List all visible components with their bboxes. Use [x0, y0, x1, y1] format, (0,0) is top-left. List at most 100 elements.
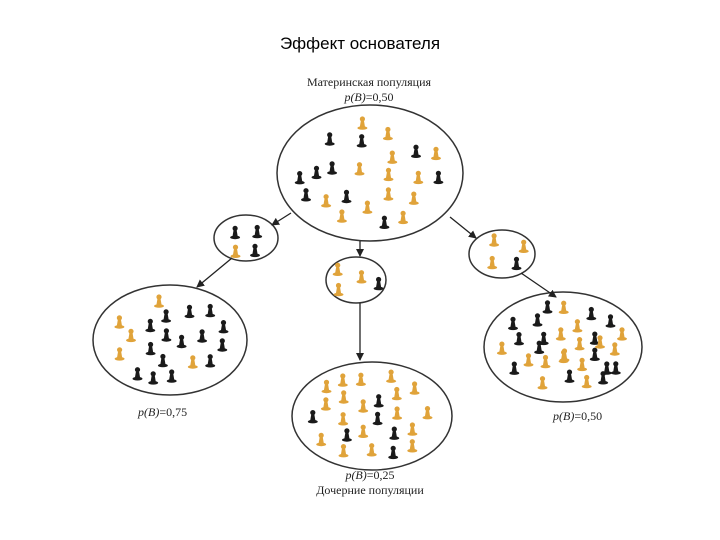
black-pawn-icon — [372, 411, 383, 426]
daughter-middle-frequency-label: p(B)=0,25 — [344, 468, 394, 482]
black-pawn-icon — [542, 300, 553, 314]
black-pawn-icon — [197, 329, 208, 343]
black-pawn-icon — [411, 144, 421, 158]
daughter-left-ellipse — [92, 284, 248, 396]
black-pawn-icon — [327, 161, 338, 175]
black-pawn-icon — [148, 371, 159, 385]
orange-pawn-icon — [422, 406, 433, 420]
black-pawn-icon — [217, 338, 228, 352]
orange-pawn-icon — [487, 255, 498, 270]
black-pawn-icon — [601, 361, 612, 375]
black-pawn-icon — [534, 340, 545, 354]
orange-pawn-icon — [321, 379, 332, 394]
black-pawn-icon — [166, 369, 177, 383]
black-pawn-icon — [514, 332, 524, 346]
mother-frequency-label: p(B)=0,50 — [343, 90, 393, 104]
mother-population-caption: Материнская популяция — [307, 75, 432, 89]
black-pawn-icon — [389, 426, 400, 440]
black-pawn-icon — [250, 243, 260, 258]
black-pawn-icon — [230, 225, 241, 240]
black-pawn-icon — [311, 165, 322, 180]
orange-pawn-icon — [320, 397, 331, 411]
orange-pawn-icon — [413, 170, 424, 185]
orange-pawn-icon — [355, 372, 366, 386]
orange-pawn-icon — [496, 341, 507, 355]
population-pieces — [114, 116, 627, 460]
black-pawn-icon — [511, 256, 522, 271]
black-pawn-icon — [161, 309, 172, 323]
orange-pawn-icon — [332, 262, 343, 276]
black-pawn-icon — [341, 428, 352, 442]
mother-population-ellipse — [276, 104, 464, 242]
black-pawn-icon — [218, 320, 229, 334]
orange-pawn-icon — [392, 406, 403, 420]
black-pawn-icon — [184, 304, 195, 319]
orange-pawn-icon — [187, 355, 198, 369]
orange-pawn-icon — [431, 146, 441, 161]
black-pawn-icon — [610, 361, 621, 375]
orange-pawn-icon — [114, 347, 125, 361]
orange-pawn-icon — [321, 194, 332, 208]
orange-pawn-icon — [357, 116, 368, 130]
black-pawn-icon — [205, 354, 216, 368]
black-pawn-icon — [589, 331, 600, 345]
slide-title: Эффект основателя — [279, 34, 441, 53]
black-pawn-icon — [388, 445, 399, 460]
orange-pawn-icon — [362, 200, 373, 214]
orange-pawn-icon — [574, 337, 585, 351]
arrow-icon — [520, 272, 557, 298]
black-pawn-icon — [373, 276, 384, 291]
orange-pawn-icon — [518, 239, 529, 253]
black-pawn-icon — [433, 170, 444, 185]
orange-pawn-icon — [581, 374, 592, 389]
orange-pawn-icon — [489, 233, 500, 247]
daughter-middle-ellipse — [291, 361, 453, 471]
daughter-right-frequency-label: p(B)=0,50 — [552, 409, 602, 423]
orange-pawn-icon — [559, 348, 570, 362]
orange-pawn-icon — [398, 210, 409, 225]
black-pawn-icon — [373, 394, 384, 408]
orange-pawn-icon — [383, 167, 394, 182]
black-pawn-icon — [145, 341, 156, 356]
daughter-left-frequency-label: p(B)=0,75 — [137, 405, 187, 419]
black-pawn-icon — [307, 410, 318, 424]
black-pawn-icon — [564, 369, 575, 383]
orange-pawn-icon — [391, 386, 402, 401]
orange-pawn-icon — [572, 319, 583, 333]
orange-pawn-icon — [366, 443, 377, 457]
orange-pawn-icon — [358, 399, 369, 413]
black-pawn-icon — [586, 306, 597, 321]
orange-pawn-icon — [523, 353, 534, 367]
orange-pawn-icon — [338, 390, 349, 404]
orange-pawn-icon — [383, 187, 394, 201]
orange-pawn-icon — [540, 354, 551, 369]
black-pawn-icon — [161, 328, 172, 342]
black-pawn-icon — [176, 334, 187, 349]
orange-pawn-icon — [386, 369, 397, 383]
black-pawn-icon — [532, 313, 543, 327]
arrow-icon — [449, 216, 477, 239]
orange-pawn-icon — [336, 209, 347, 223]
founder-left-ellipse — [213, 214, 279, 262]
black-pawn-icon — [508, 316, 518, 331]
black-pawn-icon — [157, 353, 168, 368]
orange-pawn-icon — [126, 328, 136, 343]
orange-pawn-icon — [356, 270, 367, 284]
orange-pawn-icon — [358, 424, 369, 438]
black-pawn-icon — [145, 318, 156, 333]
orange-pawn-icon — [555, 327, 566, 341]
orange-pawn-icon — [409, 381, 420, 395]
orange-pawn-icon — [577, 357, 588, 372]
arrow-icon — [196, 257, 233, 288]
arrow-icon — [271, 212, 292, 226]
black-pawn-icon — [294, 171, 305, 185]
black-pawn-icon — [324, 132, 335, 146]
black-pawn-icon — [605, 314, 616, 328]
orange-pawn-icon — [154, 294, 164, 308]
orange-pawn-icon — [387, 150, 398, 164]
black-pawn-icon — [301, 188, 311, 202]
black-pawn-icon — [252, 224, 263, 239]
orange-pawn-icon — [609, 342, 620, 356]
orange-pawn-icon — [230, 244, 241, 258]
